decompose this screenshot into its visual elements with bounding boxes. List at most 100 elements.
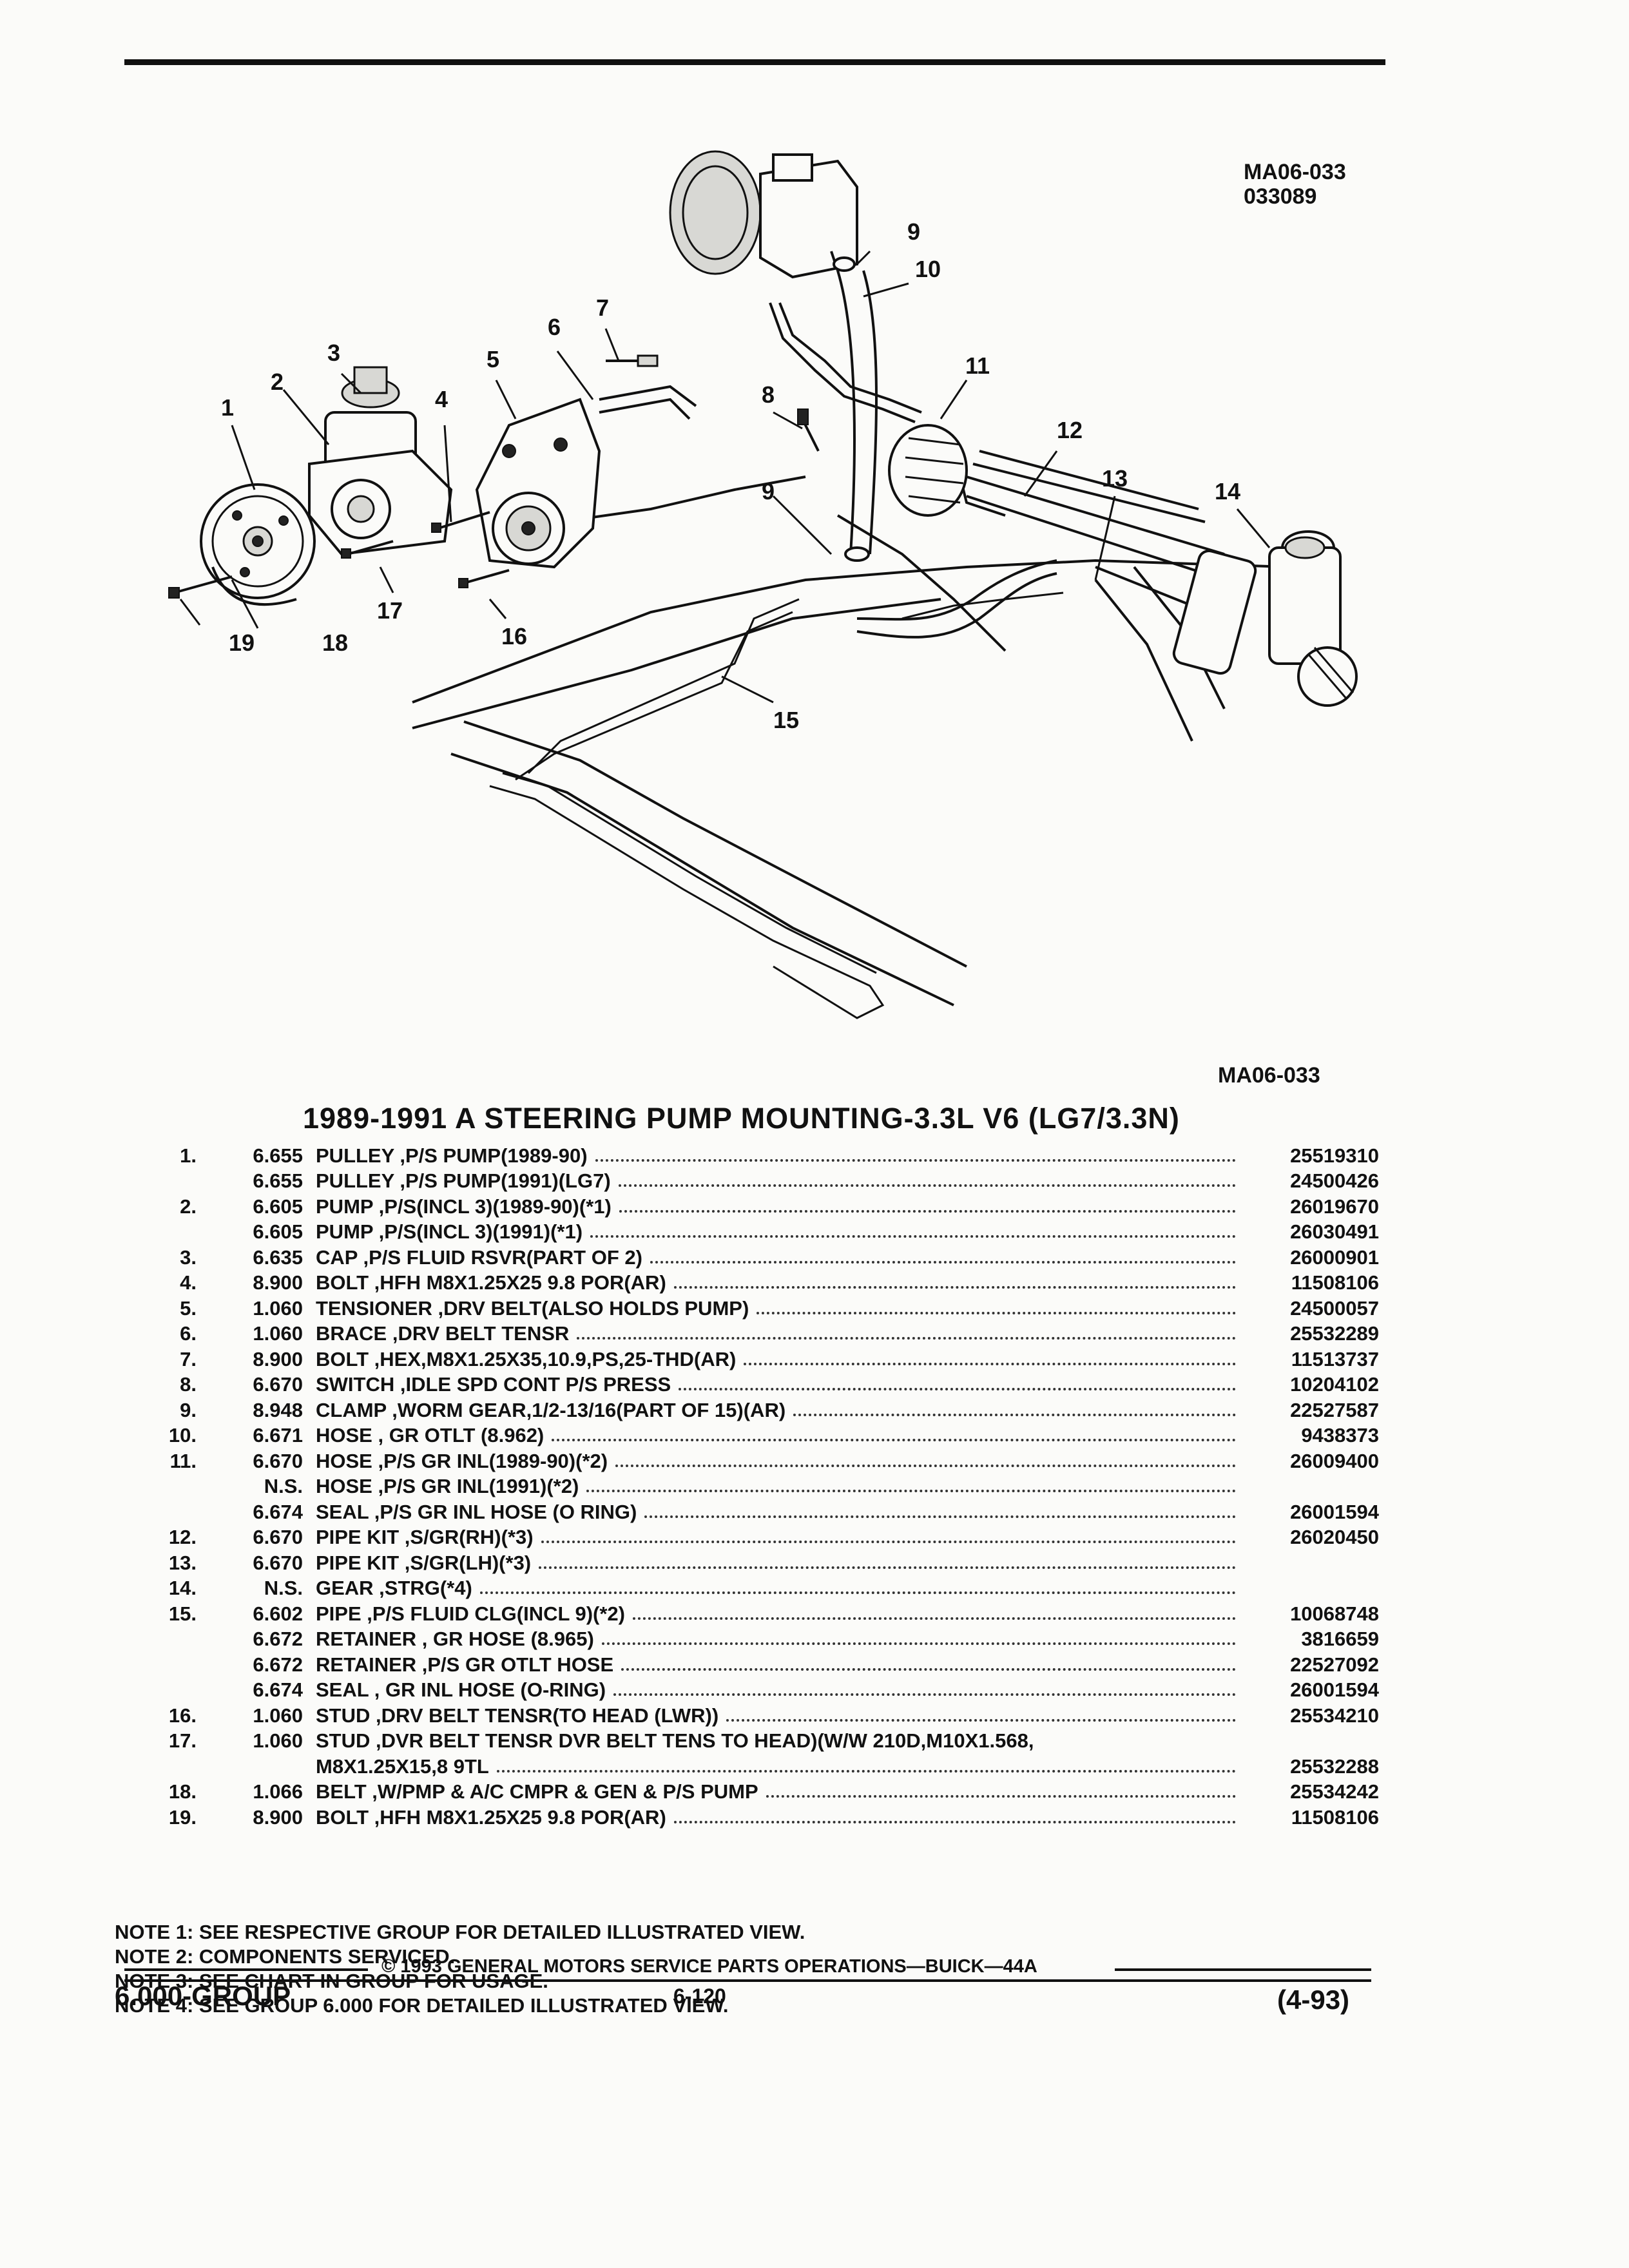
part-number: 26000901 bbox=[1290, 1245, 1379, 1269]
callout-11: 11 bbox=[965, 352, 990, 379]
leader-dots bbox=[479, 1591, 1236, 1594]
part-description: RETAINER , GR HOSE (8.965) bbox=[316, 1628, 594, 1650]
part-description: SEAL ,P/S GR INL HOSE (O RING) bbox=[316, 1500, 637, 1523]
callout-labels: 1 2 3 4 5 6 7 8 9 9 10 11 12 13 14 15 16… bbox=[221, 218, 1240, 733]
part-number: 10204102 bbox=[1290, 1373, 1379, 1396]
part-group-number: 1.060 bbox=[253, 1729, 303, 1752]
footer-rule-right bbox=[1115, 1968, 1371, 1971]
part-callout-number: 14. bbox=[168, 1577, 197, 1599]
part-group-number: 6.672 bbox=[253, 1628, 303, 1650]
part-number: 3816659 bbox=[1301, 1628, 1379, 1650]
part-number: 24500426 bbox=[1290, 1169, 1379, 1192]
part-number: 11513737 bbox=[1291, 1347, 1379, 1370]
callout-10: 10 bbox=[915, 256, 941, 282]
part-group-number: 6.635 bbox=[253, 1245, 303, 1269]
leader-dots bbox=[552, 1439, 1236, 1441]
leader-dots bbox=[618, 1184, 1236, 1187]
part-group-number: 1.060 bbox=[253, 1322, 303, 1345]
part-description: BOLT ,HFH M8X1.25X25 9.8 POR(AR) bbox=[316, 1271, 666, 1294]
part-group-number: 6.672 bbox=[253, 1653, 303, 1676]
tensioner-bracket bbox=[475, 354, 697, 569]
remote-reservoir bbox=[669, 150, 858, 279]
leader-dots bbox=[539, 1566, 1236, 1569]
part-number: 22527587 bbox=[1290, 1398, 1379, 1421]
part-description: SWITCH ,IDLE SPD CONT P/S PRESS bbox=[316, 1373, 671, 1396]
part-callout-number: 10. bbox=[168, 1424, 197, 1446]
part-number: 26019670 bbox=[1290, 1195, 1379, 1218]
part-number: 25532289 bbox=[1290, 1322, 1379, 1345]
part-description: PUMP ,P/S(INCL 3)(1989-90)(*1) bbox=[316, 1195, 612, 1218]
callout-6: 6 bbox=[548, 314, 561, 340]
callout-9-lower: 9 bbox=[762, 478, 775, 505]
part-description: HOSE ,P/S GR INL(1989-90)(*2) bbox=[316, 1449, 608, 1472]
part-description: GEAR ,STRG(*4) bbox=[316, 1577, 472, 1599]
callout-2: 2 bbox=[271, 369, 284, 395]
leader-dots bbox=[621, 1667, 1236, 1671]
part-number: 11508106 bbox=[1291, 1805, 1379, 1829]
leader-dots bbox=[673, 1820, 1236, 1823]
part-callout-number: 9. bbox=[180, 1398, 197, 1421]
callout-13: 13 bbox=[1102, 465, 1128, 492]
part-group-number: 6.671 bbox=[253, 1424, 303, 1446]
callout-19: 19 bbox=[229, 629, 255, 656]
exploded-view-diagram: 1 2 3 4 5 6 7 8 9 9 10 11 12 13 14 15 16… bbox=[168, 150, 1358, 1019]
leader-lines bbox=[179, 250, 1271, 704]
part-description: SEAL , GR INL HOSE (O-RING) bbox=[316, 1678, 606, 1701]
callout-16: 16 bbox=[501, 623, 527, 649]
group-label: 6.000-GROUP bbox=[115, 1981, 291, 2011]
part-group-number: 1.060 bbox=[253, 1296, 303, 1320]
steering-rack bbox=[888, 424, 1358, 707]
part-description: PUMP ,P/S(INCL 3)(1991)(*1) bbox=[316, 1220, 583, 1243]
parts-row: N.S.HOSE ,P/S GR INL(1991)(*2) bbox=[116, 1473, 1379, 1499]
callout-17: 17 bbox=[377, 597, 403, 624]
part-description: BRACE ,DRV BELT TENSR bbox=[316, 1322, 570, 1345]
part-callout-number: 4. bbox=[180, 1271, 197, 1294]
leader-dots bbox=[590, 1235, 1236, 1238]
footer-rule bbox=[124, 1979, 1371, 1982]
leader-dots bbox=[744, 1362, 1236, 1365]
figure-id-bottom: MA06-033 bbox=[1218, 1063, 1320, 1088]
part-group-number: 1.060 bbox=[253, 1704, 303, 1727]
revision-date: (4-93) bbox=[1277, 1984, 1350, 2015]
part-number: 25534242 bbox=[1290, 1780, 1379, 1803]
part-callout-number: 15. bbox=[168, 1602, 197, 1625]
part-callout-number: 6. bbox=[180, 1322, 197, 1345]
part-callout-number: 11. bbox=[169, 1449, 197, 1472]
callout-12: 12 bbox=[1057, 417, 1083, 443]
part-group-number: 8.900 bbox=[253, 1805, 303, 1829]
notes: NOTE 1: SEE RESPECTIVE GROUP FOR DETAILE… bbox=[115, 1920, 805, 2018]
callout-1: 1 bbox=[221, 394, 234, 421]
part-group-number: N.S. bbox=[264, 1577, 303, 1599]
top-rule bbox=[124, 59, 1385, 65]
leader-dots bbox=[619, 1209, 1236, 1213]
part-callout-number: 5. bbox=[180, 1296, 197, 1320]
leader-dots bbox=[577, 1337, 1236, 1340]
part-group-number: 6.670 bbox=[253, 1373, 303, 1396]
part-description: CLAMP ,WORM GEAR,1/2-13/16(PART OF 15)(A… bbox=[316, 1398, 786, 1421]
fasteners bbox=[168, 408, 820, 599]
part-group-number: 6.670 bbox=[253, 1551, 303, 1574]
leader-dots bbox=[496, 1769, 1236, 1773]
leader-dots bbox=[586, 1490, 1236, 1492]
callout-8: 8 bbox=[762, 381, 775, 408]
part-description: PIPE ,P/S FLUID CLG(INCL 9)(*2) bbox=[316, 1602, 625, 1625]
leader-dots bbox=[679, 1388, 1236, 1390]
part-description: M8X1.25X15,8 9TL bbox=[316, 1754, 489, 1778]
part-group-number: N.S. bbox=[264, 1475, 303, 1497]
part-description: BOLT ,HEX,M8X1.25X35,10.9,PS,25-THD(AR) bbox=[316, 1347, 737, 1370]
part-callout-number: 8. bbox=[180, 1373, 197, 1396]
part-description: BOLT ,HFH M8X1.25X25 9.8 POR(AR) bbox=[316, 1805, 666, 1829]
part-description: PULLEY ,P/S PUMP(1989-90) bbox=[316, 1144, 588, 1167]
leader-dots bbox=[793, 1413, 1236, 1416]
